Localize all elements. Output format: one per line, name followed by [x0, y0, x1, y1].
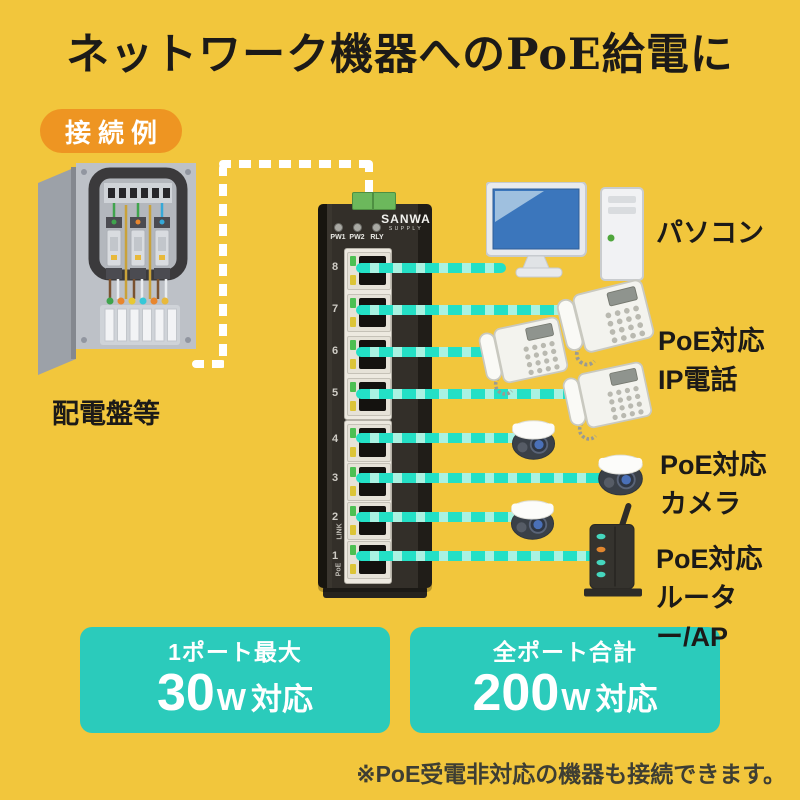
lan-line-port6-phone	[356, 347, 506, 357]
rly-label: RLY	[370, 234, 384, 241]
lan-line-port1-router	[356, 551, 594, 561]
spec-unit: W	[216, 681, 247, 717]
lan-line-port8-pc	[356, 263, 506, 273]
camera-icon	[511, 420, 556, 460]
phone-label-line1: PoE対応	[658, 326, 765, 356]
phone-icon	[556, 279, 655, 367]
phone-icon	[562, 361, 653, 441]
spec-box-per-port: 1ポート最大 30 W 対応	[80, 627, 390, 733]
page-title: ネットワーク機器へのPoE給電に	[66, 30, 734, 80]
link-side-label: LINK	[336, 523, 344, 540]
router-illustration	[576, 500, 651, 610]
spec-value: 200	[472, 663, 560, 722]
link-led	[350, 428, 356, 438]
link-led	[350, 256, 356, 266]
switch-base	[323, 586, 427, 598]
pw1-label: PW1	[330, 234, 346, 241]
camera-label-line2: カメラ	[660, 489, 741, 520]
spec-unit: W	[561, 681, 591, 717]
camera-label: PoE対応 カメラ	[660, 446, 767, 524]
link-led	[350, 545, 356, 555]
port-number-7: 7	[331, 303, 339, 315]
power-cable-segment	[365, 160, 373, 198]
poe-led	[350, 525, 356, 535]
spec-suffix: 対応	[595, 681, 658, 717]
ip-phone-illustration	[474, 312, 577, 410]
distribution-panel-icon	[38, 163, 196, 375]
spec-box-total: 全ポート合計 200 W 対応	[410, 627, 720, 733]
camera-illustration	[506, 416, 561, 469]
pc-icon	[485, 181, 644, 281]
spec-suffix: 対応	[251, 681, 314, 717]
power-cable-segment	[192, 360, 226, 368]
brand-logo: SANWA SUPPLY	[381, 213, 431, 232]
port-number-3: 3	[331, 472, 339, 484]
distribution-panel-illustration	[38, 163, 198, 378]
camera-label-line1: PoE対応	[660, 450, 767, 480]
router-label-line1: PoE対応	[656, 544, 763, 574]
brand-sub: SUPPLY	[388, 226, 424, 232]
pw2-label: PW2	[349, 234, 365, 241]
ip-phone-illustration	[551, 274, 664, 381]
power-cable-segment	[219, 164, 227, 364]
power-cable-segment	[219, 160, 372, 168]
spec-value-row: 30 W 対応	[157, 666, 313, 721]
ip-phone-illustration	[558, 357, 661, 455]
poe-led	[350, 447, 356, 457]
power-terminal-connector	[352, 192, 396, 210]
camera-icon	[510, 500, 555, 540]
lan-line-port3-camera	[356, 473, 612, 483]
brand-name: SANWA	[381, 212, 431, 226]
lan-line-port5-phone	[356, 389, 592, 399]
phone-icon	[478, 316, 569, 396]
port-number-6: 6	[331, 345, 339, 357]
port-number-2: 2	[331, 511, 339, 523]
port-number-4: 4	[331, 433, 339, 445]
footnote: ※PoE受電非対応の機器も接続できます。	[356, 761, 786, 787]
link-led	[350, 340, 356, 350]
port-number-1: 1	[331, 550, 339, 562]
panel-label: 配電盤等	[52, 399, 160, 429]
link-led	[350, 298, 356, 308]
spec-heading: 1ポート最大	[168, 638, 302, 665]
pc-label: パソコン	[656, 218, 764, 248]
pw2-led	[353, 223, 362, 232]
poe-led	[350, 275, 356, 285]
poe-led	[350, 401, 356, 411]
poe-side-label: PoE	[335, 562, 343, 577]
lan-line-port7-phone	[356, 305, 592, 315]
camera-illustration	[505, 496, 560, 549]
poe-led	[350, 359, 356, 369]
poe-led	[350, 486, 356, 496]
poe-led	[350, 564, 356, 574]
rj45-port-4	[347, 424, 391, 462]
camera-illustration	[592, 450, 649, 505]
camera-icon	[598, 454, 643, 496]
phone-label-line2: IP電話	[658, 365, 738, 396]
link-led	[350, 506, 356, 516]
pw1-led	[334, 223, 343, 232]
port-number-5: 5	[331, 387, 339, 399]
spec-heading: 全ポート合計	[493, 638, 637, 665]
rly-led	[372, 223, 381, 232]
lan-line-port2-camera	[356, 512, 526, 522]
pc-illustration	[485, 181, 651, 295]
link-led	[350, 467, 356, 477]
connection-example-badge: 接続例	[40, 109, 182, 153]
port-number-8: 8	[331, 261, 339, 273]
phone-label: PoE対応 IP電話	[658, 322, 765, 400]
lan-line-port4-camera	[356, 433, 528, 443]
spec-value-row: 200 W 対応	[472, 666, 657, 721]
link-led	[350, 382, 356, 392]
router-icon	[584, 503, 642, 597]
router-label: PoE対応 ルーター/AP	[656, 540, 800, 657]
spec-value: 30	[156, 663, 215, 722]
poe-led	[350, 317, 356, 327]
router-label-line2: ルーター/AP	[656, 583, 737, 653]
